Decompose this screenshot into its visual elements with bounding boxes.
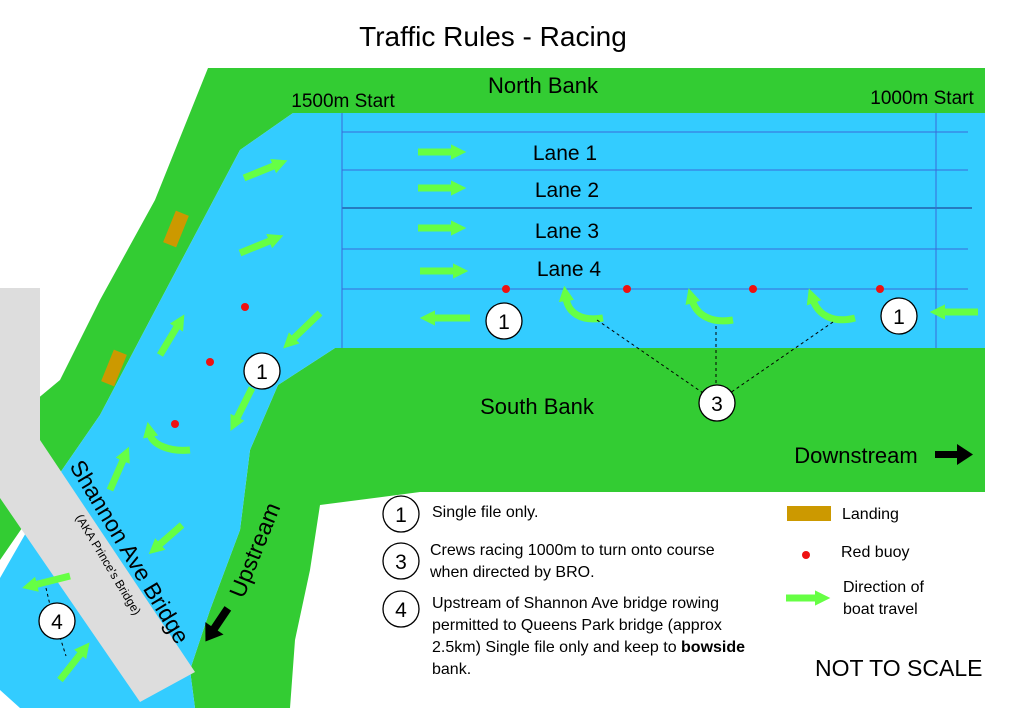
marker-circle [880,297,918,335]
south-bank-label: South Bank [480,394,595,419]
legend-marker-circle [382,495,420,533]
marker-one: 1 [498,311,510,334]
not-to-scale-note: NOT TO SCALE [815,655,983,681]
lane-1-label: Lane 1 [533,142,597,165]
travel-arrow-icon [57,642,90,683]
page-title: Traffic Rules - Racing [359,21,627,52]
rule-4-text: Upstream of Shannon Ave bridge rowing pe… [432,593,752,681]
red-buoy [876,285,884,293]
travel-arrow-icon [283,310,323,349]
legend-buoy-swatch [802,551,810,559]
marker-one: 1 [256,361,268,384]
turn-arrow-icon [558,285,604,323]
red-buoy [241,303,249,311]
key-landing-label: Landing [842,506,899,523]
lane-3-label: Lane 3 [535,220,599,243]
downstream-arrow-icon [935,444,973,465]
travel-arrow-icon [238,234,284,257]
travel-arrows [22,144,978,683]
lane-4-label: Lane 4 [537,258,602,281]
legend-marker-four: 4 [395,599,407,622]
travel-arrow-icon [242,159,288,182]
north-bank-label: North Bank [488,73,599,98]
key-travel-line2: boat travel [843,601,918,618]
rule-1-text: Single file only. [432,504,539,521]
key-travel-line1: Direction of [843,579,924,596]
rule-3-text: Crews racing 1000m to turn onto course w… [430,542,715,581]
downstream-label: Downstream [794,443,917,468]
red-buoy [171,420,179,428]
red-buoy [623,285,631,293]
upstream-arrow-icon [205,606,232,642]
south-bank-area [190,348,985,708]
travel-arrow-icon [22,572,71,592]
marker-circle [243,352,281,390]
legend-marker-circle [382,542,420,580]
lane-lines [341,113,972,348]
marker-circle [485,302,523,340]
shannon-ave-bridge [0,288,195,702]
key-travel-label: Direction of boat travel [843,577,924,621]
map-marker-labels: 1 1 1 3 4 [51,306,905,634]
travel-arrow-icon [106,446,130,492]
turn-arrow-icon [685,288,734,325]
landing-marker [101,349,127,387]
legend-marker-one: 1 [395,504,407,527]
buoys [171,285,884,428]
leader-lines [45,319,834,657]
turn-arrow-icon [806,288,856,324]
landings [101,210,189,387]
start-1000m-label: 1000m Start [870,88,974,109]
rule-4-text-end: bank. [432,661,472,678]
legend-marker-three: 3 [395,551,407,574]
legend-marker-circle [382,590,420,628]
red-buoy [206,358,214,366]
red-buoy [749,285,757,293]
map-markers [38,297,918,640]
marker-four: 4 [51,611,63,634]
rule-4-text-bold: bowside [681,639,746,656]
marker-one: 1 [893,306,905,329]
key-buoy-label: Red buoy [841,544,910,561]
rule-4-text-start: Upstream of Shannon Ave bridge rowing pe… [432,595,722,656]
river-water [0,113,985,708]
travel-arrow-icon [156,314,185,357]
travel-arrow-icon [230,386,256,432]
legend-landing-swatch [787,506,831,521]
landing-marker [163,210,189,248]
travel-arrow-icon [148,522,185,555]
marker-circle [38,602,76,640]
lane-2-label: Lane 2 [535,179,599,202]
marker-three: 3 [711,393,723,416]
start-1500m-label: 1500m Start [291,91,395,112]
marker-circle [698,384,736,422]
turn-arrows [143,285,856,454]
red-buoy [502,285,510,293]
turn-arrow-icon [143,421,191,454]
